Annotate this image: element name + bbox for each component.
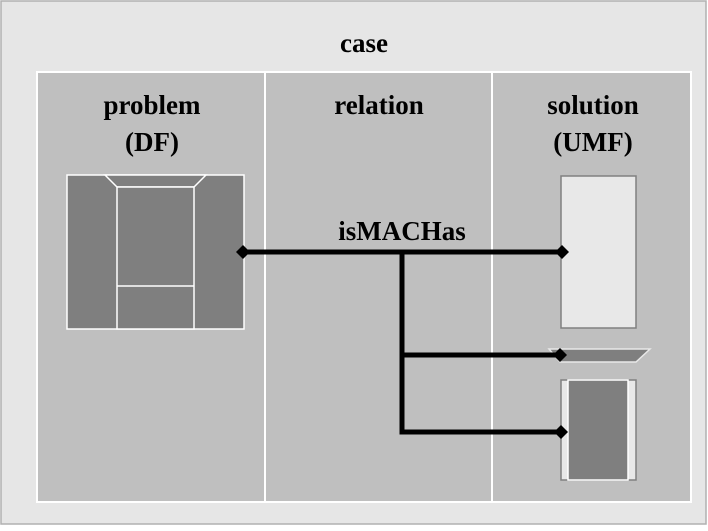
- problem-subheading: (DF): [125, 127, 179, 157]
- solution-heading: solution: [547, 90, 639, 120]
- solution-panel-large: [560, 175, 637, 329]
- relation-label: isMACHas: [338, 216, 466, 246]
- solution-subheading: (UMF): [553, 127, 632, 157]
- problem-heading: problem: [103, 90, 201, 120]
- case-title: case: [340, 28, 388, 58]
- problem-df-figure: [66, 174, 245, 330]
- relation-connectors: [243, 249, 562, 435]
- solution-box-inner: [567, 379, 629, 481]
- connector-endpoints: [236, 245, 569, 439]
- endpoint-solution-panel: [555, 245, 569, 259]
- endpoint-problem: [236, 245, 250, 259]
- endpoint-solution-bar: [553, 348, 567, 362]
- relation-heading: relation: [334, 90, 424, 120]
- endpoint-solution-box: [554, 425, 568, 439]
